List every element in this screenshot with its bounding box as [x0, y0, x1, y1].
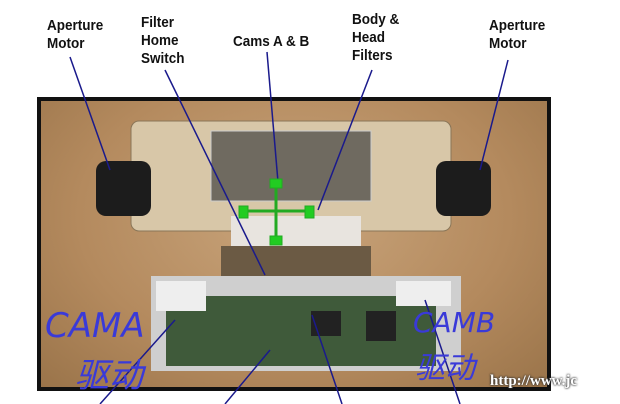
pointer-line: [266, 51, 279, 183]
left-motor: [96, 161, 151, 216]
pointer-line: [424, 299, 461, 404]
connector: [156, 281, 206, 311]
label-filter-home-switch: Filter Home Switch: [141, 14, 185, 67]
handwritten-cam-a: CAMA: [45, 306, 145, 346]
right-motor: [436, 161, 491, 216]
label-cams: Cams A & B: [233, 33, 310, 50]
pointer-line: [317, 69, 373, 211]
mount: [221, 246, 371, 276]
handwritten-cam-b-drive: 驱动: [415, 351, 475, 386]
label-aperture-motor-right: Aperture Motor: [489, 17, 546, 52]
pointer-line: [99, 319, 176, 404]
cam-marker: [238, 178, 315, 246]
pointer-line: [69, 56, 111, 171]
chip: [366, 311, 396, 341]
watermark: http://www.jc: [490, 373, 578, 389]
connector: [396, 281, 451, 306]
filters: [231, 216, 361, 246]
pointer-line: [224, 349, 271, 404]
pointer-line: [311, 314, 343, 404]
chip: [311, 311, 341, 336]
pointer-line: [164, 69, 266, 276]
pointer-line: [479, 59, 509, 171]
label-aperture-motor-left: Aperture Motor: [47, 17, 104, 52]
handwritten-cam-b: CAMB: [413, 306, 496, 339]
handwritten-cam-a-drive: 驱动: [75, 356, 143, 396]
label-body-head-filters: Body & Head Filters: [352, 11, 400, 64]
